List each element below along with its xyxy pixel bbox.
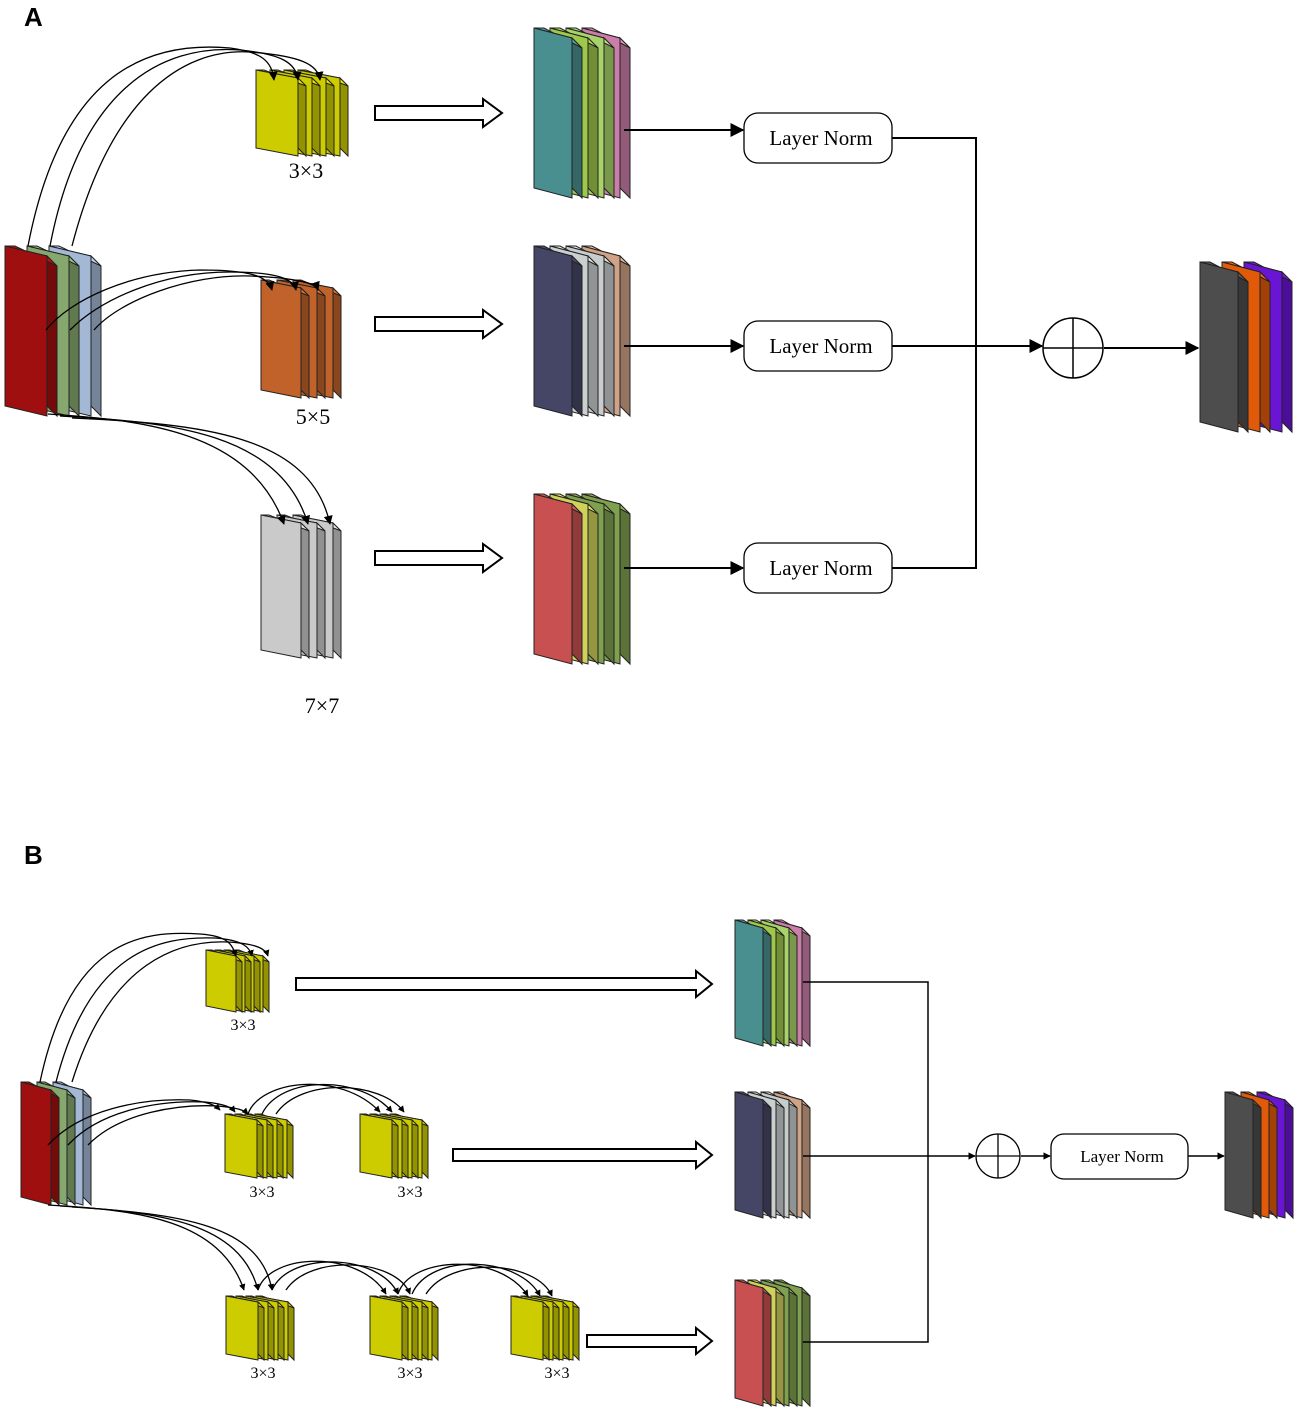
panel-b: B 3×3 <box>20 840 1294 1408</box>
kernel-label-3x3: 3×3 <box>397 1365 422 1382</box>
kernel-3x3-block-plate-1 <box>205 949 243 1014</box>
kernel-3x3-block-plate-1 <box>359 1113 399 1180</box>
kernel-label-7x7: 7×7 <box>305 693 339 718</box>
kernel-label-3x3: 3×3 <box>230 1017 255 1034</box>
panel-a: A 3×3 5×5 7×7 <box>4 2 1293 718</box>
plus-circle-icon <box>975 1133 1021 1179</box>
kernel-7x7-block-plate-1 <box>260 514 310 660</box>
panel-a-connectors <box>624 123 1200 575</box>
panel-a-feature-maps <box>4 27 1293 666</box>
layer-norm-label: Layer Norm <box>769 556 872 580</box>
kernel-label-3x3: 3×3 <box>397 1184 422 1201</box>
panel-b-layer-norm: Layer Norm <box>1050 1133 1189 1180</box>
layer-norm-label: Layer Norm <box>769 126 872 150</box>
kernel-5x5-block-plate-1 <box>260 279 310 400</box>
panel-b-feature-maps <box>20 919 1294 1408</box>
kernel-label-3x3: 3×3 <box>250 1365 275 1382</box>
panel-a-label: A <box>24 2 43 32</box>
hollow-arrow-icon <box>586 1325 714 1357</box>
hollow-arrow-icon <box>452 1139 714 1171</box>
panel-b-curves <box>39 932 553 1297</box>
kernel-3x3-block-plate-1 <box>224 1113 264 1180</box>
hollow-arrow-icon <box>374 308 504 340</box>
kernel-3x3-block-plate-1 <box>255 69 307 158</box>
hollow-arrow-icon <box>374 542 504 574</box>
layer-norm-label: Layer Norm <box>1080 1147 1164 1166</box>
panel-a-layer-norm-2: Layer Norm <box>743 320 893 372</box>
kernel-3x3-block-plate-1 <box>510 1295 550 1362</box>
branch2-feature-map-plate-1 <box>533 245 583 418</box>
branch1-feature-map-plate-1 <box>734 919 772 1048</box>
panel-a-kernel-labels: 3×3 5×5 7×7 <box>289 158 339 718</box>
kernel-label-3x3: 3×3 <box>249 1184 274 1201</box>
input-feature-map-plate-1 <box>4 245 58 418</box>
kernel-3x3-block-plate-1 <box>225 1295 265 1362</box>
panel-a-hollow-arrows <box>374 97 504 574</box>
panel-b-label: B <box>24 840 43 870</box>
kernel-label-3x3: 3×3 <box>289 158 323 183</box>
panel-b-kernel-labels: 3×3 3×3 3×3 3×3 3×3 3×3 <box>230 1017 569 1382</box>
panel-b-hollow-arrows <box>295 968 714 1357</box>
branch3-feature-map-plate-1 <box>734 1279 772 1408</box>
kernel-label-5x5: 5×5 <box>296 404 330 429</box>
branch2-feature-map-plate-1 <box>734 1091 772 1220</box>
plus-circle-icon <box>1042 317 1104 379</box>
hollow-arrow-icon <box>295 968 714 1000</box>
kernel-label-3x3: 3×3 <box>544 1365 569 1382</box>
kernel-3x3-block-plate-1 <box>369 1295 409 1362</box>
output-feature-map-plate-1 <box>1199 261 1249 434</box>
panel-a-layer-norm-3: Layer Norm <box>743 542 893 594</box>
panel-b-connectors <box>803 981 1225 1343</box>
input-feature-map-plate-1 <box>20 1081 60 1207</box>
hollow-arrow-icon <box>374 97 504 129</box>
panel-a-layer-norm-1: Layer Norm <box>743 112 893 164</box>
layer-norm-label: Layer Norm <box>769 334 872 358</box>
panel-a-curves <box>27 46 333 525</box>
output-feature-map-plate-1 <box>1224 1091 1262 1220</box>
branch1-feature-map-plate-1 <box>533 27 583 200</box>
branch3-feature-map-plate-1 <box>533 493 583 666</box>
